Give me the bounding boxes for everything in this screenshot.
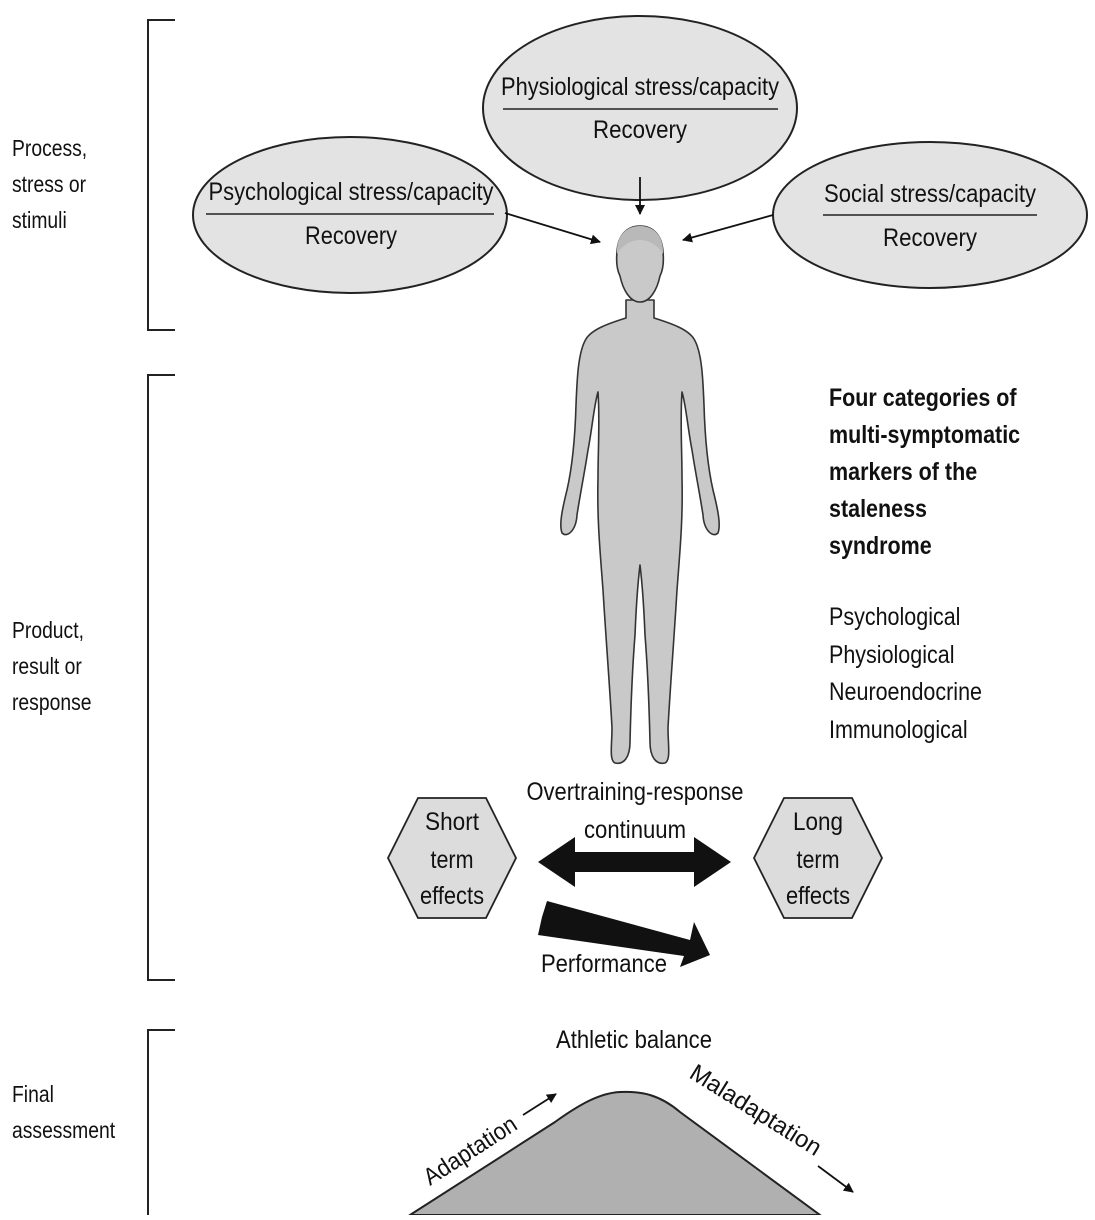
section-label-line: response bbox=[12, 689, 92, 715]
physiological-stress-label: Physiological stress/capacity bbox=[501, 73, 779, 101]
arrow-social-to-athlete bbox=[682, 214, 774, 243]
bracket-process bbox=[147, 19, 175, 331]
section-label-line: Final bbox=[12, 1081, 54, 1107]
short-term-line: term bbox=[431, 846, 474, 874]
title-line: Four categories of bbox=[829, 384, 1017, 412]
title-line: multi-symptomatic bbox=[829, 421, 1021, 449]
continuum-label: continuum bbox=[584, 816, 686, 844]
title-line: markers of the staleness bbox=[829, 458, 978, 523]
athletic-balance-title: Athletic balance bbox=[556, 1026, 712, 1054]
marker-category-item: Psychological bbox=[829, 603, 961, 631]
short-term-line: Short bbox=[425, 808, 479, 836]
marker-category-item: Immunological bbox=[829, 715, 968, 744]
long-term-line: Long bbox=[793, 808, 843, 836]
social-ellipse: Social stress/capacity Recovery bbox=[772, 141, 1088, 289]
section-label-line: Process, bbox=[12, 135, 88, 161]
arrow-psychological-to-athlete bbox=[504, 212, 601, 245]
continuum-label: Overtraining-response bbox=[527, 778, 744, 806]
long-term-line: effects bbox=[786, 882, 850, 910]
long-term-effects-hexagon: Long term effects bbox=[752, 797, 884, 919]
balance-hill bbox=[406, 1090, 824, 1216]
section-label-line: stress or bbox=[12, 171, 87, 197]
marker-categories-title: Four categories of multi-symptomatic mar… bbox=[829, 380, 1058, 565]
short-term-line: effects bbox=[420, 882, 484, 910]
bracket-product bbox=[147, 374, 175, 981]
marker-category-item: Physiological bbox=[829, 640, 955, 669]
section-label-process: Process, stress or stimuli bbox=[12, 130, 87, 238]
performance-label: Performance bbox=[541, 950, 667, 978]
athlete-figure bbox=[560, 225, 720, 765]
section-label-line: Product, bbox=[12, 617, 84, 643]
performance-arrow bbox=[538, 901, 710, 967]
physiological-recovery-label: Recovery bbox=[593, 116, 687, 144]
section-label-product: Product, result or response bbox=[12, 612, 91, 720]
title-line: syndrome bbox=[829, 532, 932, 560]
social-recovery-label: Recovery bbox=[883, 224, 977, 252]
bracket-final bbox=[147, 1029, 175, 1215]
marker-categories: Four categories of multi-symptomatic mar… bbox=[829, 380, 1058, 749]
psychological-stress-label: Psychological stress/capacity bbox=[209, 178, 494, 206]
marker-category-item: Neuroendocrine bbox=[829, 678, 982, 706]
marker-categories-list: Psychological Physiological Neuroendocri… bbox=[829, 599, 1058, 749]
long-term-line: term bbox=[797, 846, 840, 874]
section-label-final: Final assessment bbox=[12, 1076, 115, 1148]
continuum-double-arrow bbox=[538, 837, 731, 887]
section-label-line: assessment bbox=[12, 1117, 116, 1143]
short-term-effects-hexagon: Short term effects bbox=[386, 797, 518, 919]
psychological-recovery-label: Recovery bbox=[305, 222, 397, 250]
physiological-ellipse: Physiological stress/capacity Recovery bbox=[482, 15, 798, 201]
section-label-line: stimuli bbox=[12, 207, 67, 233]
social-stress-label: Social stress/capacity bbox=[824, 180, 1036, 208]
section-label-line: result or bbox=[12, 653, 82, 679]
psychological-ellipse: Psychological stress/capacity Recovery bbox=[192, 136, 508, 294]
maladaptation-arrow bbox=[817, 1165, 854, 1193]
adaptation-arrow bbox=[522, 1093, 557, 1116]
